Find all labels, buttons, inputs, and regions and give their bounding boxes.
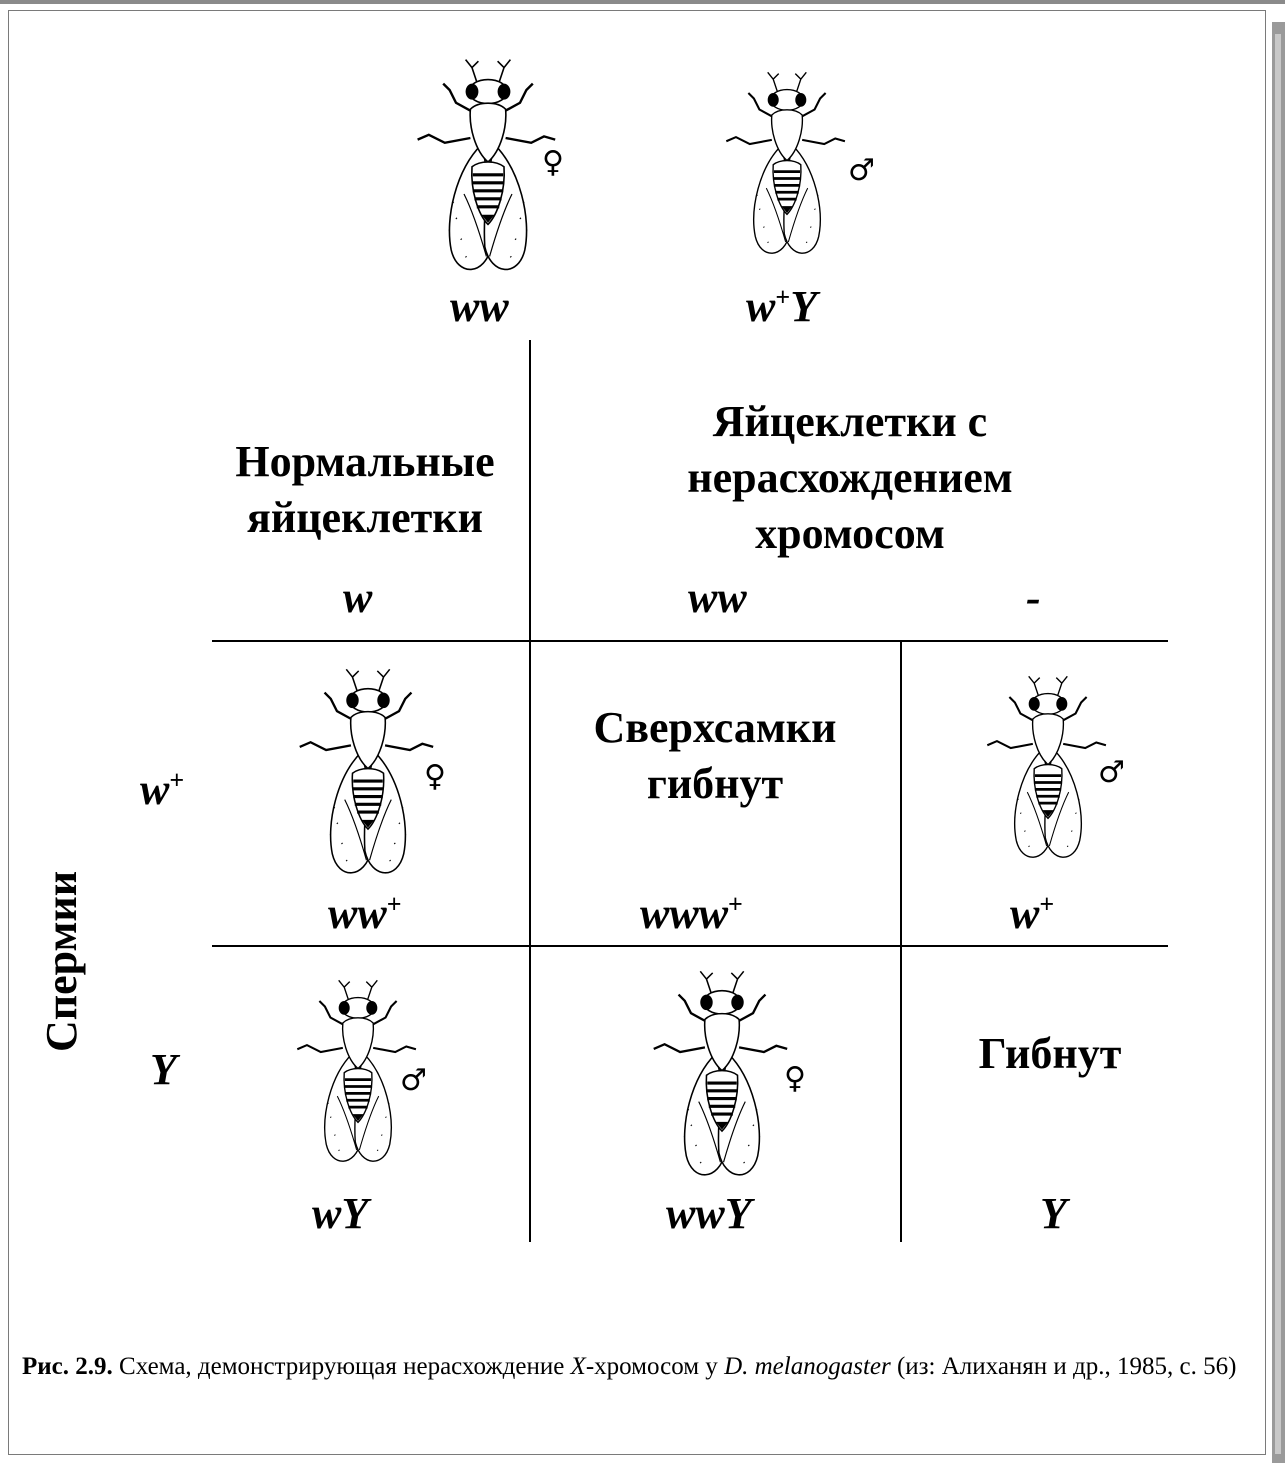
top-border — [0, 0, 1285, 4]
r2c1-sex-symbol: ♂ — [400, 1066, 427, 1096]
parent-male-genotype: w+Y — [746, 285, 817, 329]
r1c3-genotype: w+ — [1010, 892, 1054, 936]
grid-vline-main — [529, 340, 531, 1242]
normal-egg-gamete: w — [343, 576, 372, 620]
parent-female-symbol: ♀ — [542, 148, 564, 178]
row1-sperm-gamete: w+ — [140, 768, 184, 812]
r1c2-text: Сверхсамки гибнут — [545, 700, 885, 812]
nondisjunction-gamete-none: - — [1026, 576, 1041, 620]
row2-sperm-gamete: Y — [150, 1048, 177, 1092]
r1c1-genotype: ww+ — [328, 892, 402, 936]
r1c2-genotype: www+ — [640, 892, 743, 936]
scrollbar-thumb[interactable] — [1275, 34, 1281, 1454]
parent-male-fly-icon — [702, 64, 872, 264]
caption-label: Рис. 2.9. — [22, 1353, 113, 1380]
r2c3-genotype: Y — [1040, 1192, 1067, 1236]
r2c2-sex-symbol: ♀ — [784, 1064, 806, 1094]
figure-caption: Рис. 2.9. Схема, демонстрирующая нерасхо… — [22, 1348, 1240, 1386]
nondisjunction-eggs-title: Яйцеклетки с нерасхождением хромосом — [600, 394, 1100, 562]
grid-hline-1 — [212, 640, 1168, 642]
grid-vline-right — [900, 642, 902, 1242]
r2c3-text: Гибнут — [920, 1026, 1180, 1082]
sperm-axis-label: Спермии — [40, 871, 84, 1052]
normal-eggs-title: Нормальные яйцеклетки — [212, 434, 518, 546]
parent-female-genotype: ww — [450, 285, 509, 329]
parent-male-symbol: ♂ — [848, 156, 875, 186]
nondisjunction-gamete-xx: ww — [688, 576, 747, 620]
r2c1-genotype: wY — [312, 1192, 368, 1236]
r1c1-sex-symbol: ♀ — [424, 762, 446, 792]
r1c3-sex-symbol: ♂ — [1098, 758, 1125, 788]
r2c2-genotype: wwY — [666, 1192, 752, 1236]
grid-hline-2 — [212, 945, 1168, 947]
